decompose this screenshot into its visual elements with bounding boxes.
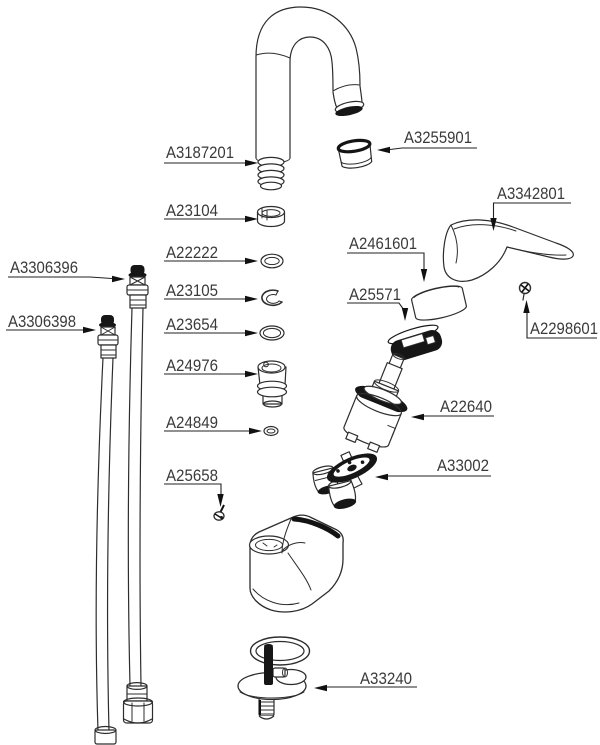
leader-arrow-icon [490,218,497,231]
part-label: A33240 [360,670,412,688]
callout-A23654: A23654 [164,316,258,337]
part-label: A25658 [166,467,218,485]
part-aerator [336,138,373,169]
leader-arrow-icon [523,300,530,313]
leader-arrow-icon [401,308,409,321]
part-handle-lever [442,219,574,282]
part-label: A2298601 [530,320,598,338]
leader-arrow-icon [420,269,428,282]
callout-A33002: A33002 [375,457,491,481]
callout-A2461601: A2461601 [347,235,428,282]
part-label: A23105 [166,282,218,300]
callout-A3342801: A3342801 [490,185,571,231]
part-label: A3255901 [404,129,472,147]
leader-arrow-icon [245,257,258,265]
leader-arrow-icon [245,215,258,223]
callout-A23105: A23105 [164,282,258,303]
callout-A3187201: A3187201 [164,144,258,167]
part-trim-ring [411,285,467,321]
part-label: A3187201 [166,144,234,162]
callout-A33240: A33240 [314,670,417,692]
part-hose-connection [312,451,378,509]
leader-line [164,483,222,495]
part-label: A3306396 [10,259,78,277]
part-supply-hose-1 [122,265,154,724]
part-o-ring-1 [260,253,284,269]
part-set-screw [213,504,225,521]
callout-A3255901: A3255901 [377,129,477,154]
callout-A24976: A24976 [164,357,258,378]
leader-line [492,202,571,219]
part-label: A33002 [437,457,489,475]
leader-arrow-icon [375,473,388,481]
leader-arrow-icon [245,295,258,303]
part-cartridge [343,352,408,453]
callout-A23104: A23104 [164,202,258,223]
part-c-clip [261,289,283,307]
leader-arrow-icon [377,146,390,154]
callout-A3306398: A3306398 [6,313,96,334]
callout-A22222: A22222 [164,244,258,265]
leader-line [8,276,113,280]
callout-A2298601: A2298601 [523,300,598,339]
leader-arrow-icon [245,370,258,378]
callout-A22640: A22640 [411,398,494,421]
leader-arrow-icon [83,326,96,334]
part-knurled-ring [387,324,443,361]
part-label: A2461601 [349,235,417,253]
leader-arrow-icon [245,159,258,167]
part-label: A22222 [166,244,218,262]
leader-arrow-icon [249,427,262,435]
part-mounting-hardware [237,636,311,720]
part-faucet-body [248,514,344,613]
part-label: A3306398 [8,313,76,331]
leader-arrow-icon [112,275,125,283]
leader-line [347,252,425,270]
callout-A3306396: A3306396 [8,259,125,283]
part-slip-collar [256,205,286,228]
part-handle-screw [518,281,532,301]
callout-A25571: A25571 [347,286,409,321]
part-label: A22640 [440,398,492,416]
part-label: A24849 [166,414,218,432]
part-label: A23654 [166,316,218,334]
part-label: A24976 [166,357,218,375]
callout-A24849: A24849 [164,414,262,435]
part-spout [255,6,365,191]
leader-line [347,302,405,311]
part-o-ring-2 [259,325,285,341]
part-o-ring-small [263,425,279,437]
leader-arrow-icon [314,684,327,692]
leader-arrow-icon [217,494,224,507]
callout-A25658: A25658 [164,467,224,507]
part-label: A3342801 [497,185,565,203]
leader-line [526,313,597,339]
leader-arrow-icon [245,329,258,337]
part-label: A23104 [166,202,218,220]
leader-arrow-icon [411,413,424,421]
part-label: A25571 [349,286,401,304]
part-spout-receptor [256,360,288,408]
part-supply-hose-2 [94,315,119,745]
leader-line [389,147,477,151]
